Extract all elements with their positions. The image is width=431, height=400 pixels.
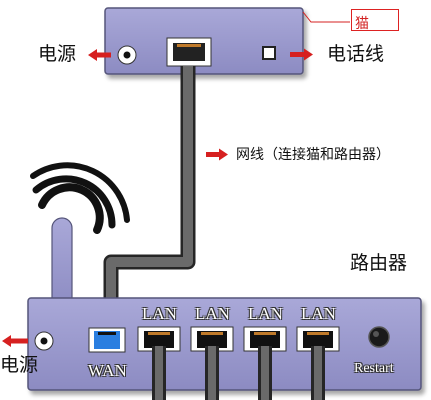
wan-port-icon [88, 327, 126, 353]
lan-port-2-label: LAN [195, 304, 230, 323]
modem-power-socket-icon [117, 45, 137, 65]
modem-power-label: 电源 [38, 43, 77, 65]
cable-label-arrow-icon [206, 148, 228, 161]
modem-tag-label: 猫 [355, 16, 369, 32]
router-power-arrow-icon [2, 335, 28, 347]
cable-label: 网线（连接猫和路由器） [236, 147, 390, 163]
restart-button-icon [368, 326, 390, 348]
router-title: 路由器 [350, 252, 408, 274]
wan-port-label: WAN [88, 361, 127, 380]
modem-phone-arrow-icon [290, 48, 313, 61]
lan-port-3-icon [243, 326, 287, 352]
modem-tag-leader [302, 11, 350, 23]
restart-label: Restart [354, 361, 394, 376]
router-power-socket-icon [34, 331, 54, 351]
modem-tag-box: 猫 [351, 9, 399, 32]
router-power-label: 电源 [0, 354, 39, 376]
modem-phone-port-icon [262, 46, 276, 60]
lan-port-3-label: LAN [248, 304, 283, 323]
modem-power-arrow-icon [88, 49, 111, 61]
modem-ethernet-port-icon [166, 37, 212, 67]
lan-cables [152, 346, 325, 400]
modem-phone-label: 电话线 [327, 43, 385, 65]
wifi-signal-icon [30, 162, 130, 234]
lan-port-4-label: LAN [301, 304, 336, 323]
lan-port-1-label: LAN [142, 304, 177, 323]
router-antenna [51, 217, 73, 311]
